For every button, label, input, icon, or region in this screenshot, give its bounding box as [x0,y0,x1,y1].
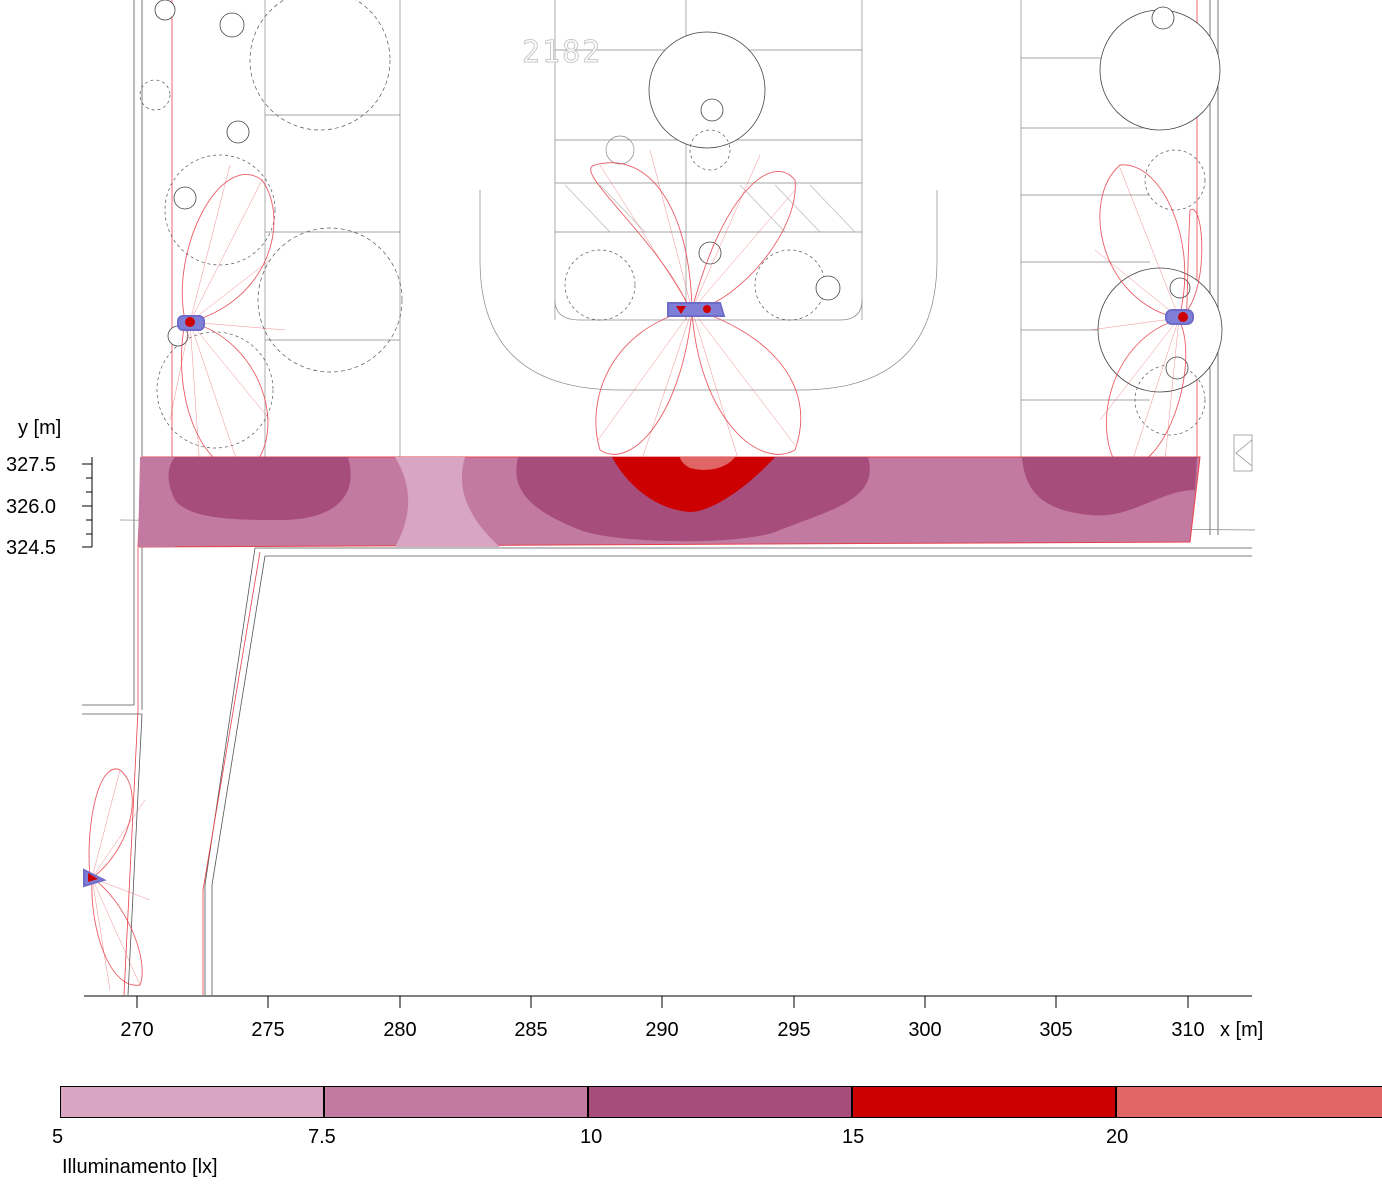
luminaire-4 [83,868,107,888]
x-axis: 270 275 280 285 290 295 300 305 310 x [m… [84,995,1263,1041]
x-axis-label: x [m] [1220,1019,1263,1041]
heatmap-zone-mid-right [1022,457,1197,516]
luminaire-3 [1165,309,1194,325]
heatmap-zone-low-left [395,457,500,547]
legend-tick: 5 [52,1126,64,1148]
x-tick-label: 290 [645,1019,678,1041]
x-tick-label: 275 [251,1019,284,1041]
legend-tick: 7.5 [308,1126,336,1148]
vegetation [139,0,1223,449]
light-distributions [88,149,1203,991]
luminaire-1 [177,315,205,331]
luminaires [83,302,1194,888]
y-tick-label: 327.5 [6,454,56,476]
site-linework [82,0,1256,996]
legend-swatch [324,1086,588,1118]
legend-tick: 15 [842,1126,865,1148]
legend-tick: 10 [580,1126,603,1148]
y-axis: y [m] 327.5 326.0 324.5 [6,417,93,559]
watermark-number: 2182 [522,35,602,70]
heatmap-zone-peak [680,457,735,470]
legend-swatch [852,1086,1116,1118]
x-tick-label: 295 [777,1019,810,1041]
x-tick-label: 310 [1171,1019,1204,1041]
y-tick-label: 324.5 [6,537,56,559]
luminaire-2 [667,302,726,317]
heatmap-zone-low-mid [138,457,175,547]
legend-swatch [60,1086,324,1118]
x-tick-label: 285 [514,1019,547,1041]
x-tick-label: 270 [120,1019,153,1041]
y-axis-label: y [m] [18,417,61,439]
illuminance-heatmap [137,456,1201,548]
legend-swatch [1116,1086,1382,1118]
heatmap-zone-high [612,457,775,512]
y-tick-label: 326.0 [6,496,56,518]
legend-swatch [588,1086,852,1118]
legend-tick: 20 [1106,1126,1129,1148]
heatmap-zone-mid-left [168,457,351,520]
x-tick-label: 300 [908,1019,941,1041]
illuminance-legend [60,1086,1382,1120]
x-tick-label: 305 [1039,1019,1072,1041]
legend-title: Illuminamento [lx] [62,1156,218,1178]
x-tick-label: 280 [383,1019,416,1041]
